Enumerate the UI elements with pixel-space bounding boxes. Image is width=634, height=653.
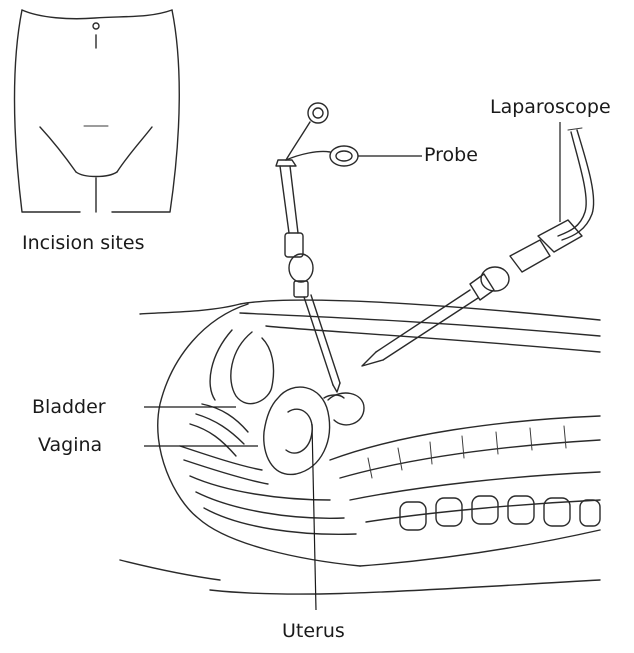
- probe-label: Probe: [424, 146, 478, 165]
- umbilical-incision: [93, 23, 99, 48]
- uterus-label: Uterus: [282, 622, 345, 641]
- bladder-label: Bladder: [32, 398, 106, 417]
- incision-sites-label: Incision sites: [22, 234, 144, 253]
- vagina-label: Vagina: [38, 436, 102, 455]
- pelvic-section: [120, 300, 600, 610]
- laparoscope-label: Laparoscope: [490, 98, 611, 117]
- torso-inset: [15, 10, 180, 212]
